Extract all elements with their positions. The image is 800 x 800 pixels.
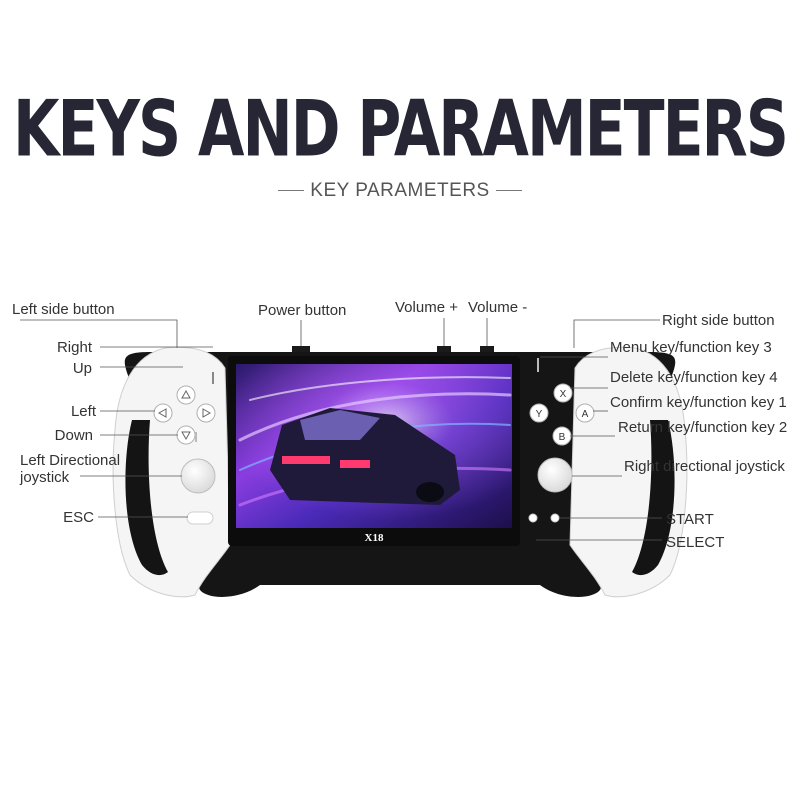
dpad <box>153 385 216 445</box>
screen-brand-text: X18 <box>365 532 384 544</box>
dpad-left-button <box>153 403 173 423</box>
a-button-label: A <box>582 409 589 420</box>
dpad-down-button <box>176 425 196 445</box>
label-down: Down <box>54 427 93 444</box>
a-button <box>575 403 595 423</box>
right-grip-black-inset <box>632 420 675 576</box>
subtitle: KEY PARAMETERS <box>0 180 800 202</box>
volume-minus-button <box>480 346 494 352</box>
left-grip-black-inset <box>125 420 168 576</box>
label-right: Right <box>56 339 92 356</box>
label-start: START <box>666 511 714 528</box>
label-delete-key: Delete key/function key 4 <box>610 369 778 386</box>
subtitle-rule-left <box>278 190 305 192</box>
label-return-key: Return key/function key 2 <box>618 419 788 436</box>
start-button <box>550 513 560 523</box>
esc-button <box>186 511 214 525</box>
subtitle-text: KEY PARAMETERS <box>310 180 490 201</box>
menu-indicator <box>537 358 539 372</box>
label-esc: ESC <box>63 509 94 526</box>
face-buttons <box>529 383 595 446</box>
x-button-label: X <box>560 389 567 400</box>
label-left: Left <box>70 403 96 420</box>
label-left-side-button: Left side button <box>12 301 115 318</box>
b-button-label: B <box>559 432 566 443</box>
label-right-side-button: Right side button <box>662 312 775 329</box>
label-volume-minus: Volume - <box>468 299 528 316</box>
page-title: KEYS AND PARAMETERS <box>13 84 789 175</box>
leader-lines <box>20 318 662 541</box>
dpad-right-button <box>196 403 216 423</box>
volume-plus-button <box>437 346 451 352</box>
right-joystick <box>537 457 573 493</box>
label-left-joystick: Left Directional joystick <box>20 452 121 486</box>
select-button <box>528 513 538 523</box>
right-indicator <box>212 372 214 384</box>
dpad-up-button <box>176 385 196 405</box>
subtitle-rule-right <box>495 190 522 192</box>
y-button-label: Y <box>536 409 543 420</box>
dpad-arrow-icons <box>157 389 212 441</box>
label-power-button: Power button <box>258 302 347 319</box>
x-button <box>553 383 573 403</box>
label-up: Up <box>72 360 92 377</box>
power-button <box>292 346 310 352</box>
label-menu-key: Menu key/function key 3 <box>610 339 772 356</box>
label-volume-plus: Volume + <box>395 299 458 316</box>
label-right-joystick: Right directional joystick <box>624 458 785 475</box>
left-joystick <box>180 458 216 494</box>
car-graphic <box>270 408 460 505</box>
label-confirm-key: Confirm key/function key 1 <box>610 394 787 411</box>
y-button <box>529 403 549 423</box>
down-indicator <box>195 432 197 442</box>
label-select: SELECT <box>666 534 725 551</box>
